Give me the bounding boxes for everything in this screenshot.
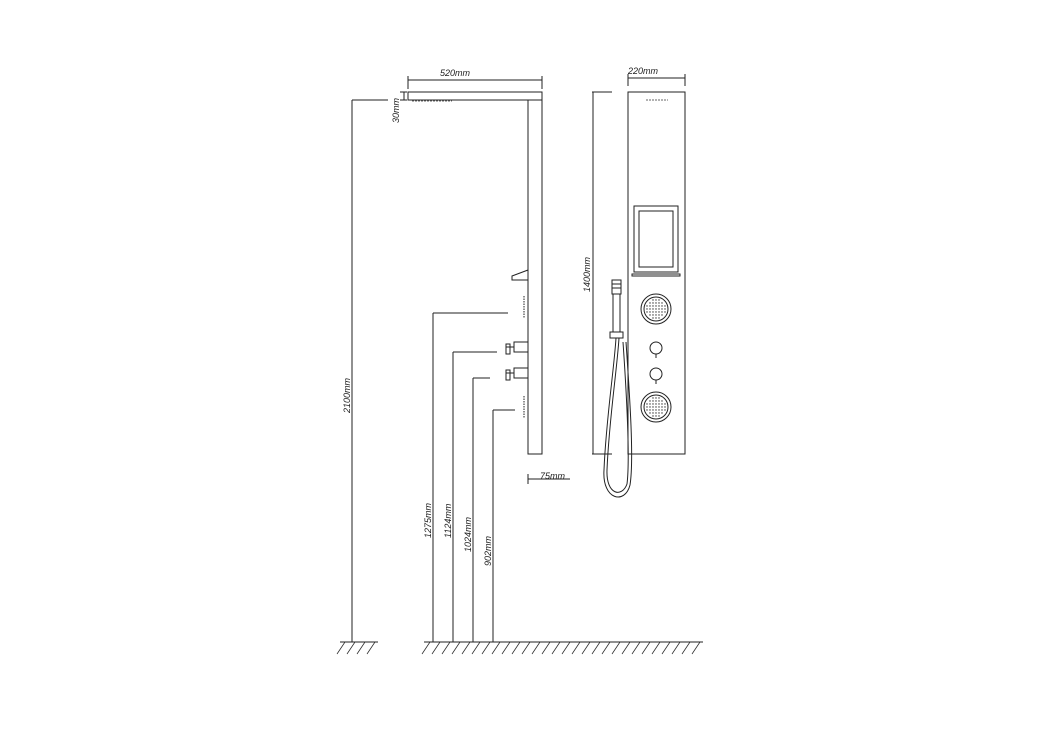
ground-right xyxy=(421,641,703,655)
control-knob-top-icon xyxy=(649,341,663,358)
head-thickness-dimension: 30mm xyxy=(391,91,407,123)
projection-dimension: 75mm xyxy=(527,471,570,484)
height-902-dimension: 902mm xyxy=(483,409,515,642)
hand-shower xyxy=(603,279,633,498)
front-width-dimension: 220mm xyxy=(627,66,686,86)
height-1024-label: 1024mm xyxy=(463,516,473,552)
height-902-label: 902mm xyxy=(483,535,493,566)
side-view-panel xyxy=(407,91,543,455)
panel-height-dimension: 1400mm xyxy=(582,91,612,455)
control-knob-bottom-icon xyxy=(649,367,663,384)
panel-height-label: 1400mm xyxy=(582,256,592,292)
projection-label: 75mm xyxy=(540,471,566,481)
height-1024-dimension: 1024mm xyxy=(463,377,490,642)
head-thickness-label: 30mm xyxy=(391,97,401,123)
height-1275-dimension: 1275mm xyxy=(423,312,508,642)
height-1275-label: 1275mm xyxy=(423,502,433,538)
height-1124-dimension: 1124mm xyxy=(443,351,497,642)
top-width-dimension: 520mm xyxy=(407,68,543,89)
front-width-label: 220mm xyxy=(627,66,659,76)
total-height-label: 2100mm xyxy=(342,377,352,414)
ground-left xyxy=(336,641,378,655)
body-jet-top-icon xyxy=(640,293,672,325)
top-width-label: 520mm xyxy=(440,68,471,78)
body-jet-bottom-icon xyxy=(640,391,672,423)
front-view-panel xyxy=(627,91,686,455)
display-screen xyxy=(633,205,679,273)
height-1124-label: 1124mm xyxy=(443,503,453,538)
total-height-dimension: 2100mm xyxy=(342,99,388,642)
